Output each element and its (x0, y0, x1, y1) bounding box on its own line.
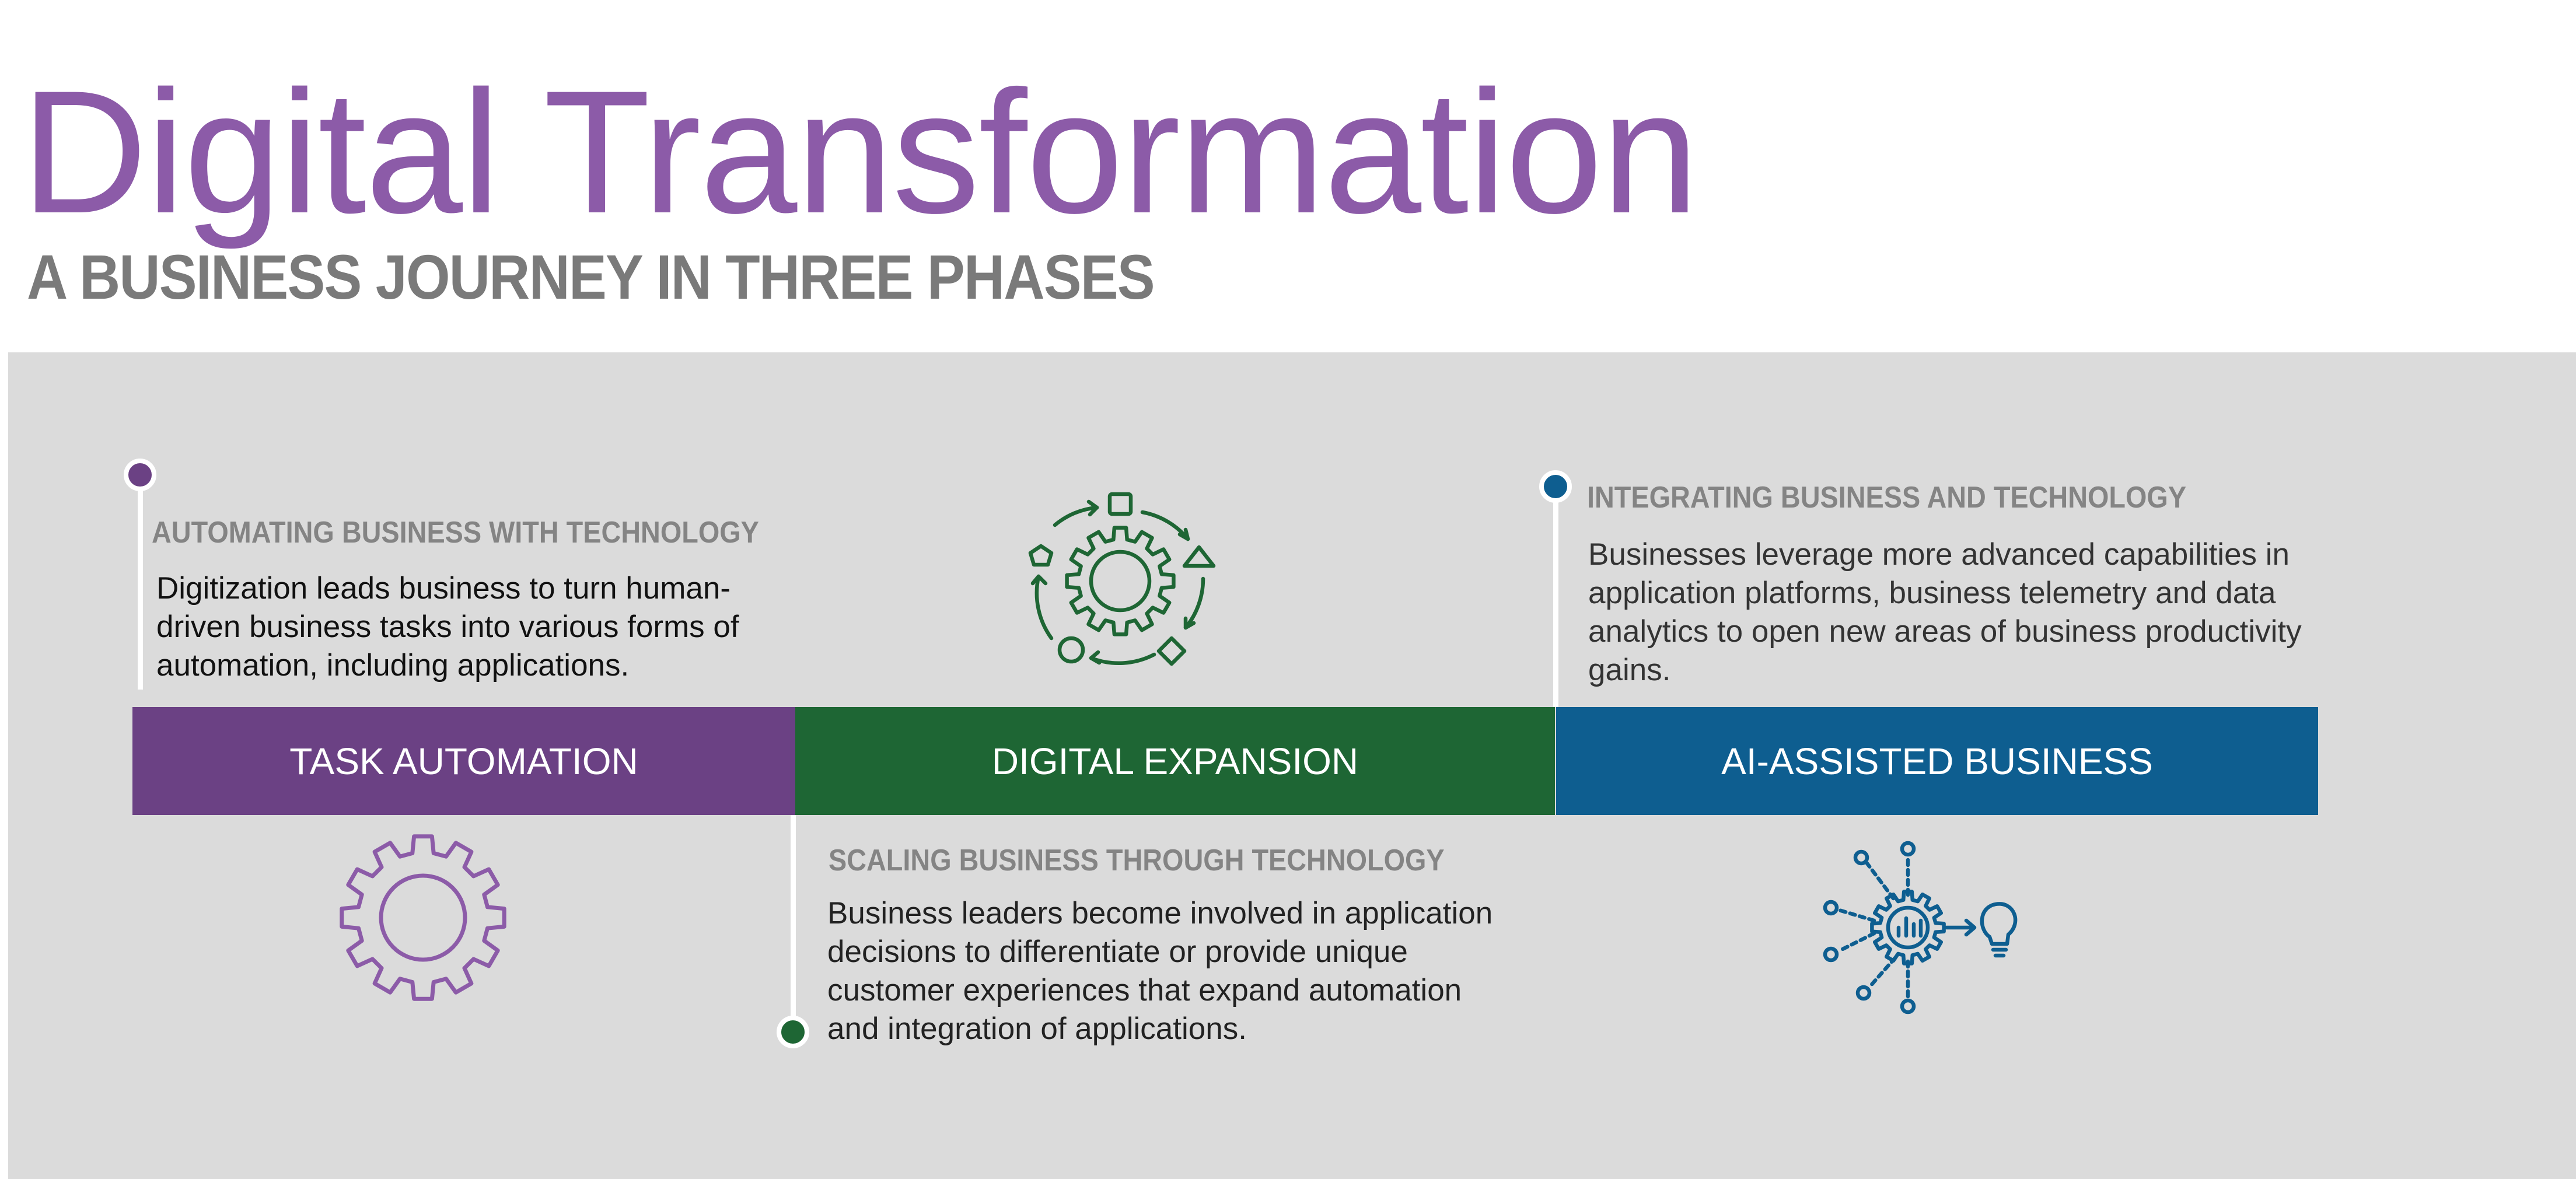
phase-1-connector (138, 474, 143, 690)
gear-outline (1870, 890, 1946, 965)
phase-band-ai-assisted-business: AI-ASSISTED BUSINESS (1556, 707, 2318, 815)
phase-2-heading: SCALING BUSINESS THROUGH TECHNOLOGY (829, 844, 1445, 877)
page-subtitle: A BUSINESS JOURNEY IN THREE PHASES (27, 242, 1155, 312)
gear-outline (340, 834, 506, 1001)
gear-cycle-icon (1028, 492, 1216, 666)
phase-1-heading: AUTOMATING BUSINESS WITH TECHNOLOGY (152, 516, 759, 550)
phase-label: DIGITAL EXPANSION (991, 740, 1359, 782)
phase-2-connector (791, 815, 796, 1016)
phase-band-task-automation: TASK AUTOMATION (132, 707, 795, 815)
gear-outline (1065, 526, 1176, 636)
phase-3-heading: INTEGRATING BUSINESS AND TECHNOLOGY (1587, 481, 2187, 515)
phase-2-marker (777, 1016, 809, 1048)
phase-3-marker (1539, 470, 1572, 503)
gear-icon (340, 834, 506, 1001)
phase-3-description: Businesses leverage more advanced capabi… (1588, 537, 2302, 687)
phase-band-digital-expansion: DIGITAL EXPANSION (795, 707, 1555, 815)
phase-label: AI-ASSISTED BUSINESS (1721, 740, 2153, 782)
phase-3-connector (1553, 485, 1558, 707)
phase-1-marker (124, 459, 156, 491)
phase-1-description: Digitization leads business to turn huma… (156, 571, 739, 683)
gear-analytics-lightbulb-icon (1823, 841, 2018, 1014)
page-title: Digital Transformation (21, 54, 1699, 250)
phase-label: TASK AUTOMATION (289, 740, 638, 782)
phase-2-description: Business leaders become involved in appl… (827, 896, 1493, 1046)
